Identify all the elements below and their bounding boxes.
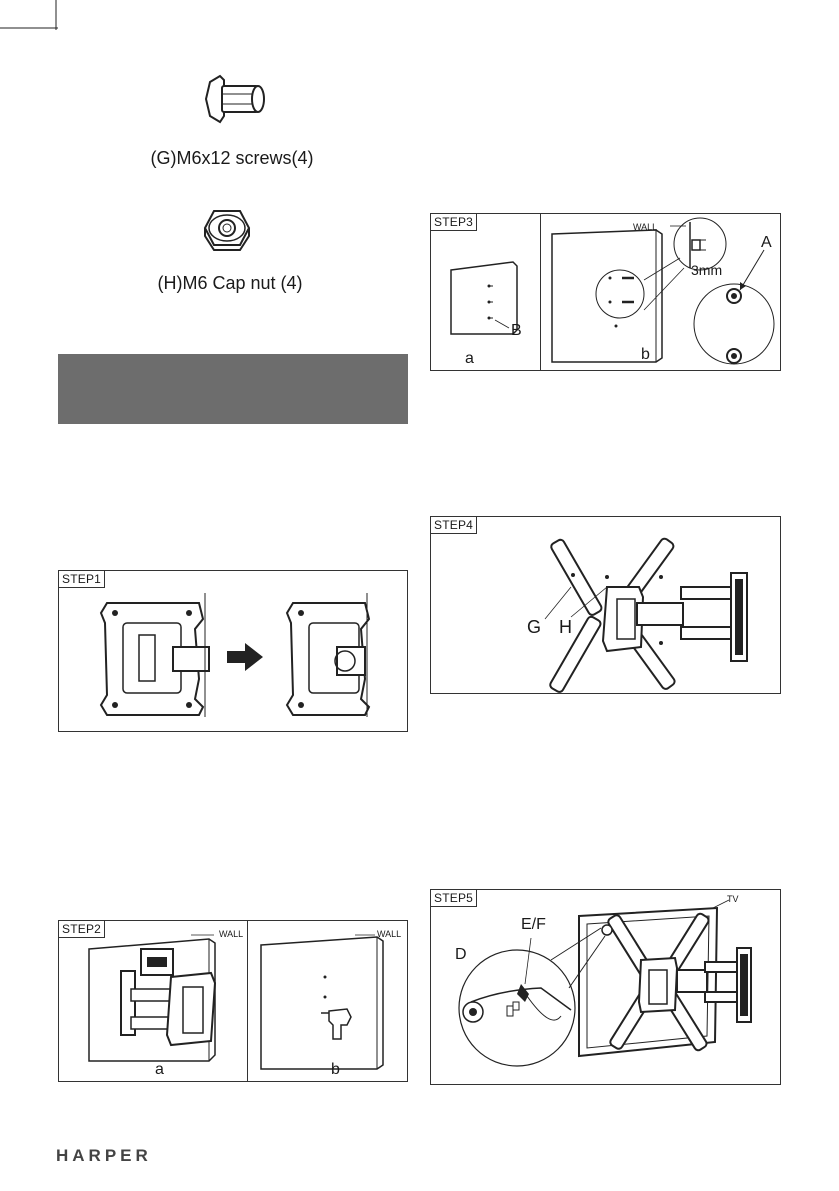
part-g-caption: (G)M6x12 screws(4) <box>150 148 314 168</box>
step3-label-b: b <box>641 346 650 363</box>
step3-tag: STEP3 <box>431 214 478 231</box>
step2-figure-b <box>260 934 384 1070</box>
screw-icon <box>204 74 265 124</box>
step3-wall-label: WALL <box>633 222 658 232</box>
step2-wall-label-a: WALL <box>219 929 244 939</box>
step2-wall-label-b: WALL <box>377 929 402 939</box>
step3-label-a: a <box>465 350 474 367</box>
step2-label-a: a <box>155 1061 164 1078</box>
step3-figure-b <box>551 217 775 365</box>
step3-label-B: B <box>511 322 522 339</box>
step5-figure <box>458 899 752 1067</box>
step4-panel: STEP4 G H <box>430 516 781 694</box>
step2-panel: STEP2 WALL a WALL b <box>58 920 408 1082</box>
step5-label-D: D <box>455 946 467 963</box>
step3-figure-a <box>450 261 518 335</box>
screw-figure <box>200 74 270 124</box>
step5-tag: STEP5 <box>431 890 478 907</box>
step5-panel: STEP5 TV E/F D <box>430 889 781 1085</box>
step4-label-G: G <box>527 617 542 637</box>
cap-nut-icon <box>203 210 251 251</box>
step5-label-EF: E/F <box>521 916 546 933</box>
step3-label-A: A <box>761 234 772 251</box>
step4-label-H: H <box>559 617 572 637</box>
step4-tag: STEP4 <box>431 517 478 534</box>
step3-divider <box>540 214 541 370</box>
step3-gap-label: 3mm <box>691 262 723 278</box>
part-h-caption: (H)M6 Cap nut (4) <box>157 273 303 293</box>
brand-logo: HARPER <box>56 1146 152 1165</box>
step3-panel: STEP3 B a WALL 3mm A b <box>430 213 781 371</box>
step1-panel: STEP1 <box>58 570 408 732</box>
step1-figure <box>99 593 371 717</box>
step5-tv-label: TV <box>727 894 739 904</box>
section-header-band <box>58 354 408 424</box>
step2-figure-a <box>88 934 217 1062</box>
step4-figure <box>544 537 748 693</box>
step2-divider <box>247 921 248 1081</box>
step2-tag: STEP2 <box>59 921 106 938</box>
step2-label-b: b <box>331 1061 340 1078</box>
step1-tag: STEP1 <box>59 571 106 588</box>
cap-nut-figure <box>200 206 254 252</box>
